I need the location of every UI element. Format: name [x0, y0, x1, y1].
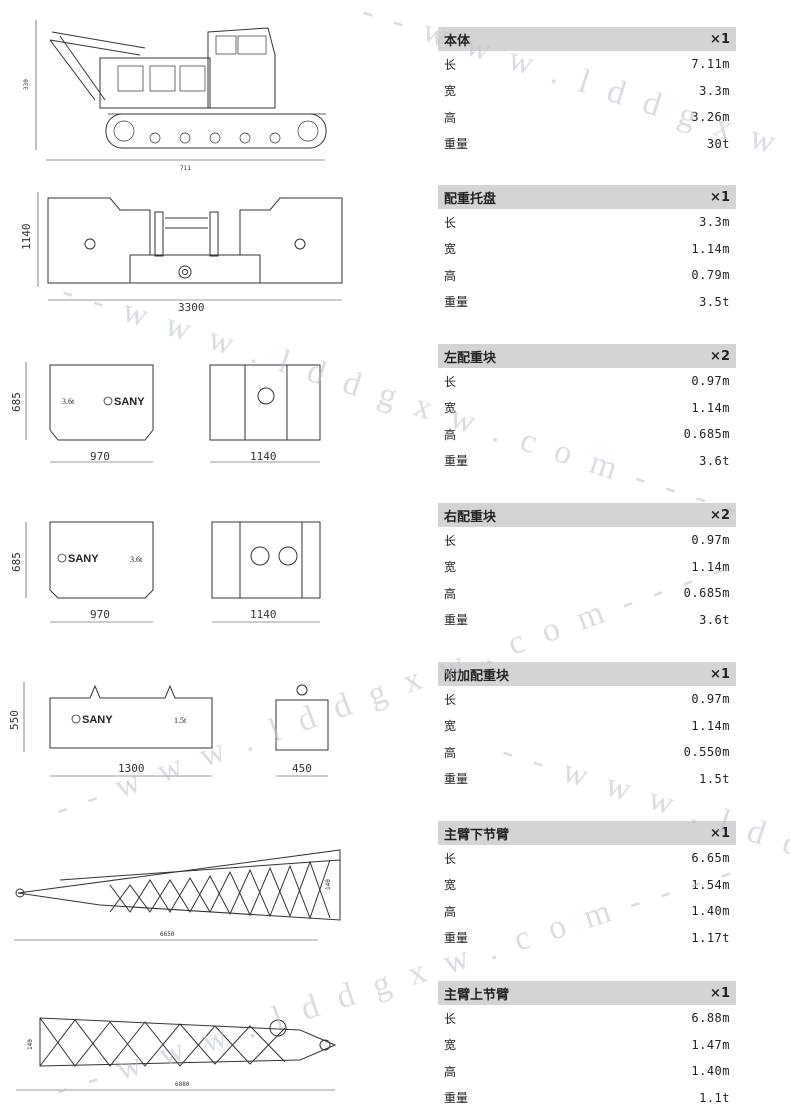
extra-block-drawing: 550 SANY 1.5t 1300 450	[8, 682, 329, 777]
lower-boom-drawing: 140 6650	[14, 849, 341, 941]
right-block-brand-logo: SANY	[68, 553, 99, 565]
extra-block-weight-mark: 1.5t	[174, 716, 187, 725]
tray-length-dim: 3300	[178, 301, 205, 314]
crane-body-drawing: 330 711	[23, 20, 327, 172]
section-header: 本体×1	[438, 27, 736, 51]
technical-drawings: 330 711 1140 3300	[8, 20, 343, 1091]
right-block-weight-mark: 3.6t	[130, 555, 143, 564]
section-header: 主臂下节臂×1	[438, 821, 736, 845]
extra-block-height-dim: 550	[8, 710, 21, 730]
tray-drawing: 1140 3300	[20, 192, 343, 314]
section-header: 右配重块×2	[438, 503, 736, 527]
body-length-dim: 711	[180, 165, 191, 172]
left-block-brand-logo: SANY	[114, 396, 145, 408]
right-block-side-dim: 1140	[250, 608, 277, 621]
left-block-side-dim: 1140	[250, 450, 277, 463]
upper-boom-drawing: 140 6880	[16, 1017, 337, 1091]
section-header: 主臂上节臂×1	[438, 981, 736, 1005]
tray-width-dim: 1140	[20, 224, 33, 251]
section-header: 附加配重块×1	[438, 662, 736, 686]
extra-block-side-dim: 450	[292, 762, 312, 775]
right-block-front-dim: 970	[90, 608, 110, 621]
section-header: 左配重块×2	[438, 344, 736, 368]
extra-block-front-dim: 1300	[118, 762, 145, 775]
left-block-front-dim: 970	[90, 450, 110, 463]
left-block-weight-mark: 3.6t	[62, 397, 75, 406]
right-block-drawing: 685 SANY 3.6t 970 1140	[10, 521, 321, 623]
right-block-height-dim: 685	[10, 552, 23, 572]
upper-boom-height-dim: 140	[27, 1039, 34, 1050]
left-block-drawing: 685 3.6t SANY 970 1140	[10, 362, 321, 463]
lower-boom-length-dim: 6650	[160, 931, 175, 938]
left-block-height-dim: 685	[10, 392, 23, 412]
section-header: 配重托盘×1	[438, 185, 736, 209]
extra-block-brand-logo: SANY	[82, 714, 113, 726]
lower-boom-height-dim: 140	[325, 879, 332, 890]
body-height-dim: 330	[23, 79, 30, 90]
upper-boom-length-dim: 6880	[175, 1081, 190, 1088]
